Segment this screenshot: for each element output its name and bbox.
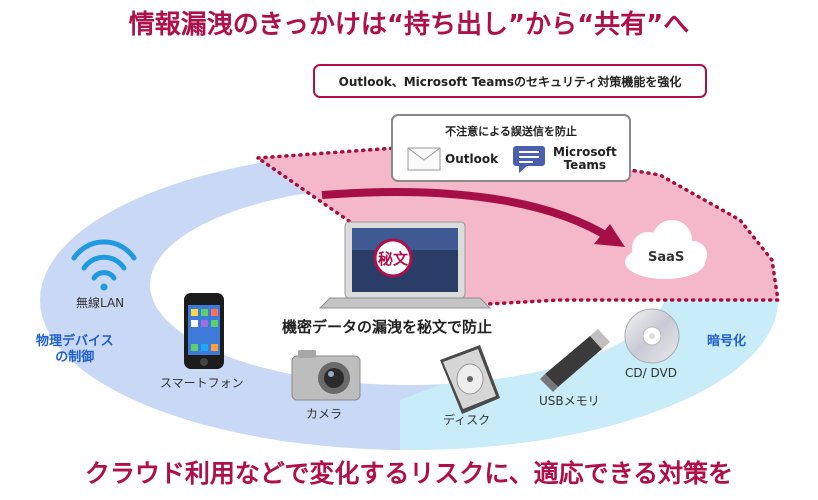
disk-label: ディスク	[443, 413, 491, 427]
wifi-label: 無線LAN	[76, 296, 125, 310]
usb-icon	[540, 329, 610, 392]
page-title: 情報漏洩のきっかけは“持ち出し”から“共有”へ	[128, 10, 690, 40]
cd-icon	[624, 308, 680, 364]
teams-label: Microsoft Teams	[553, 145, 617, 172]
wifi-icon	[71, 239, 137, 291]
hibun-logo: 秘文	[378, 250, 409, 268]
camera-label: カメラ	[306, 407, 343, 421]
misdelivery-header: 不注意による誤送信を防止	[445, 125, 577, 138]
outlook-label: Outlook	[445, 152, 499, 166]
smartphone-icon	[184, 293, 224, 369]
camera-icon	[291, 350, 361, 401]
cd-dvd-label: CD/ DVD	[625, 366, 677, 380]
usb-label: USBメモリ	[539, 394, 600, 408]
center-label: 機密データの漏洩を秘文で防止	[282, 318, 493, 336]
saas-cloud-icon	[625, 220, 707, 279]
smartphone-label: スマートフォン	[160, 376, 244, 390]
laptop-icon: 秘文	[318, 221, 492, 309]
disk-icon	[440, 345, 500, 414]
page-subtitle: クラウド利用などで変化するリスクに、適応できる対策を	[84, 459, 734, 488]
security-feature-callout: Outlook、Microsoft Teamsのセキュリティ対策機能を強化	[313, 64, 707, 98]
outlook-envelope-icon	[407, 147, 441, 171]
saas-label: SaaS	[648, 250, 685, 265]
share-arrow	[321, 188, 625, 247]
encryption-label: 暗号化	[707, 334, 747, 349]
physical-device-control-label: 物理デバイス の制御	[36, 334, 114, 365]
misdelivery-prevention-box: 不注意による誤送信を防止 Outlook Microsoft Teams	[391, 114, 631, 182]
teams-chat-icon	[513, 146, 545, 173]
